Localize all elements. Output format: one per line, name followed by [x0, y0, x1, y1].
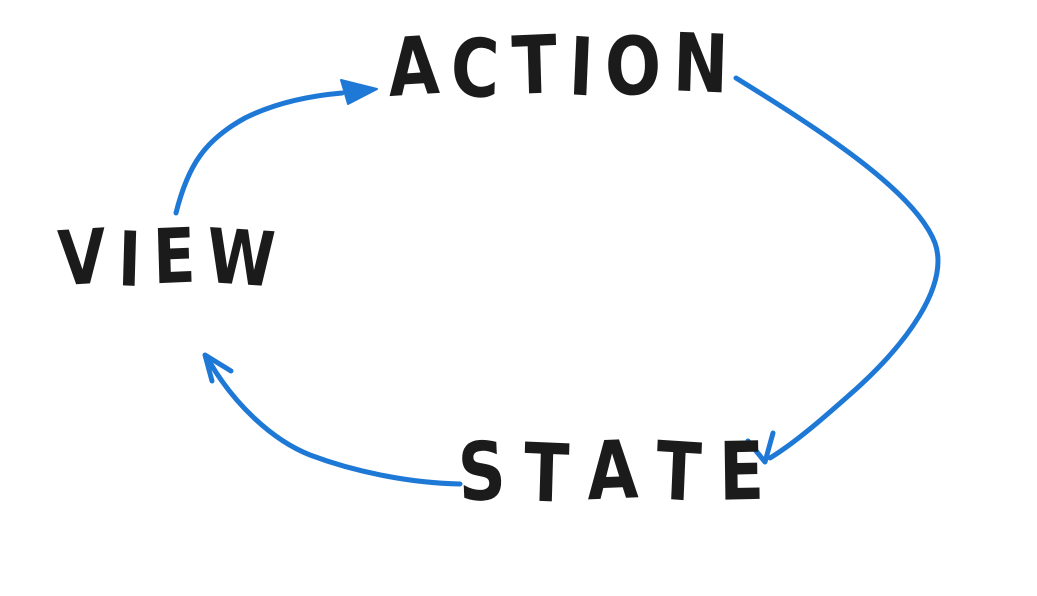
- arrowhead-open-icon: [745, 430, 776, 465]
- arrow-view-to-action: [173, 79, 378, 216]
- node-state: STATE: [456, 422, 783, 523]
- arrow-action-to-state: [733, 75, 941, 465]
- arrowhead-open-icon: [202, 352, 234, 384]
- arrow-state-to-view: [202, 352, 463, 487]
- node-action: ACTION: [386, 15, 742, 118]
- node-view: VIEW: [56, 210, 290, 306]
- arrowhead-filled-icon: [340, 79, 378, 105]
